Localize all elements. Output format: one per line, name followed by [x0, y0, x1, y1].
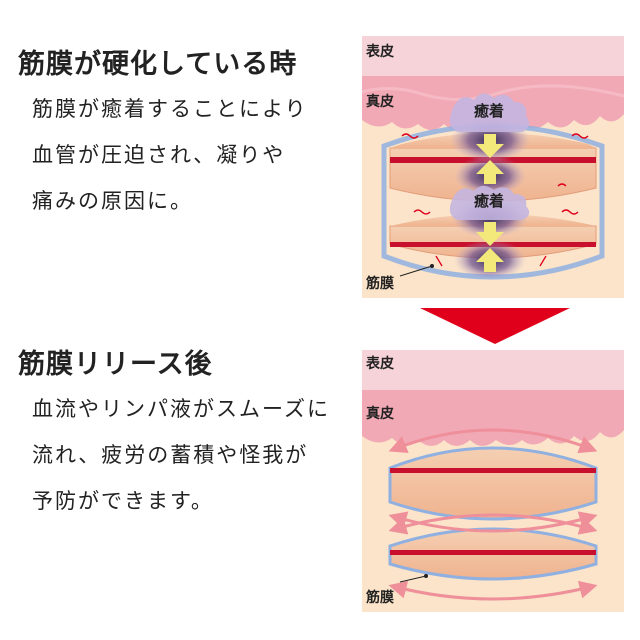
before-description: 筋膜が癒着することにより 血管が圧迫され、凝りや 痛みの原因に。: [32, 86, 308, 224]
after-description: 血流やリンパ液がスムーズに 流れ、疲労の蓄積や怪我が 予防ができます。: [32, 386, 330, 524]
label-dermis: 真皮: [366, 405, 394, 422]
before-diagram: 表皮 真皮 癒着 癒着 筋膜: [362, 36, 624, 298]
before-line-2: 血管が圧迫され、凝りや: [32, 143, 286, 167]
label-adhesion-1: 癒着: [474, 102, 504, 120]
fascia-pointer: [399, 575, 427, 583]
compress-arrow-1: [476, 134, 504, 158]
compress-arrow-3: [476, 222, 504, 246]
after-line-1: 血流やリンパ液がスムーズに: [32, 397, 330, 421]
dermis-layer: [362, 390, 624, 446]
before-line-1: 筋膜が癒着することにより: [32, 97, 308, 121]
epidermis-layer: [362, 350, 624, 390]
transition-arrow: [420, 308, 570, 344]
flow-arrows: [388, 428, 598, 601]
pain-marks: [401, 133, 589, 267]
blood-vessel-lower: [390, 550, 596, 555]
blood-vessel-upper: [390, 468, 596, 473]
compress-arrow-4: [476, 248, 504, 272]
adhesion-cloud-upper: [449, 93, 530, 132]
label-fascia: 筋膜: [366, 589, 394, 606]
before-heading: 筋膜が硬化している時: [18, 49, 298, 80]
after-line-2: 流れ、疲労の蓄積や怪我が: [32, 443, 309, 467]
before-line-3: 痛みの原因に。: [32, 189, 193, 213]
compress-arrow-2: [476, 160, 504, 184]
label-fascia: 筋膜: [366, 275, 394, 292]
label-dermis: 真皮: [366, 93, 394, 110]
label-epidermis: 表皮: [365, 43, 394, 60]
muscle-upper: [388, 446, 598, 521]
adhesion-cloud-lower: [449, 185, 530, 220]
after-heading: 筋膜リリース後: [18, 349, 213, 380]
label-adhesion-2: 癒着: [474, 192, 504, 210]
label-epidermis: 表皮: [365, 355, 394, 372]
fascia-pointer: [399, 265, 433, 277]
after-line-3: 予防ができます。: [32, 489, 214, 513]
after-diagram: 表皮 真皮 筋膜: [362, 350, 624, 612]
